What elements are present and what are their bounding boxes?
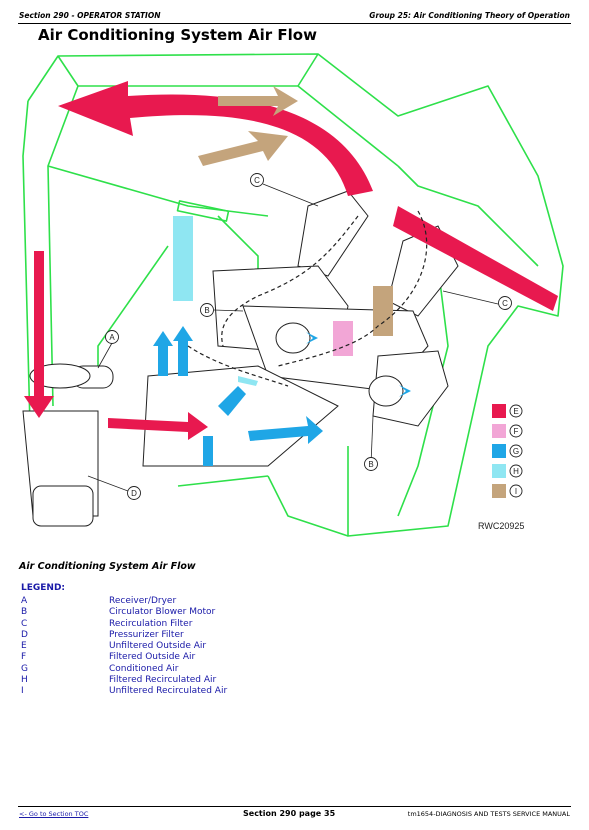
legend-label: Pressurizer Filter bbox=[109, 629, 184, 640]
legend-key: C bbox=[21, 618, 28, 629]
svg-text:C: C bbox=[254, 176, 260, 185]
svg-text:E: E bbox=[513, 407, 518, 416]
callout-labels: A B C D B C bbox=[105, 173, 512, 500]
header-rule bbox=[18, 23, 571, 24]
svg-text:D: D bbox=[131, 489, 137, 498]
legend-label: Circulator Blower Motor bbox=[109, 607, 216, 618]
legend-label: Conditioned Air bbox=[109, 663, 179, 674]
svg-text:A: A bbox=[109, 333, 115, 342]
cab-frame bbox=[22, 53, 564, 537]
legend-label: Receiver/Dryer bbox=[109, 596, 177, 606]
svg-text:F: F bbox=[514, 427, 519, 436]
figure-caption: Air Conditioning System Air Flow bbox=[19, 561, 196, 572]
legend-item-h: H Filtered Recirculated Air bbox=[21, 675, 227, 686]
legend-label: Filtered Outside Air bbox=[109, 652, 196, 663]
legend-key: H bbox=[21, 675, 28, 686]
legend-key: A bbox=[21, 596, 28, 606]
receiver-dryer-and-filter bbox=[22, 363, 114, 527]
callout-b: B bbox=[200, 303, 214, 317]
legend-item-e: E Unfiltered Outside Air bbox=[21, 641, 227, 652]
callout-d: D bbox=[127, 486, 141, 500]
manual-name: tm1654-DIAGNOSIS AND TESTS SERVICE MANUA… bbox=[407, 810, 570, 818]
svg-text:C: C bbox=[502, 299, 508, 308]
legend-item-i: I Unfiltered Recirculated Air bbox=[21, 686, 227, 697]
blower-motors bbox=[275, 322, 404, 407]
legend-key: B bbox=[21, 607, 28, 618]
legend-key: I bbox=[21, 686, 24, 697]
callout-a: A bbox=[105, 330, 119, 344]
header-section: Section 290 - OPERATOR STATION bbox=[19, 11, 161, 20]
legend-label: Filtered Recirculated Air bbox=[109, 675, 217, 686]
legend-item-a: A Receiver/Dryer bbox=[21, 596, 227, 607]
callout-c: C bbox=[498, 296, 512, 310]
legend-label: Unfiltered Outside Air bbox=[109, 641, 207, 652]
legend-key: G bbox=[21, 663, 28, 674]
key-e: E bbox=[492, 404, 523, 418]
air-flow-diagram: A B C D B C E F G H I RWC20925 bbox=[22, 53, 564, 537]
legend-label: Recirculation Filter bbox=[109, 618, 193, 629]
svg-text:B: B bbox=[368, 460, 373, 469]
legend-label: Unfiltered Recirculated Air bbox=[109, 686, 228, 697]
color-key: E F G H I bbox=[492, 404, 523, 498]
key-h: H bbox=[492, 464, 523, 478]
legend-item-g: G Conditioned Air bbox=[21, 664, 227, 675]
legend-item-c: C Recirculation Filter bbox=[21, 619, 227, 630]
header-group: Group 25: Air Conditioning Theory of Ope… bbox=[369, 11, 570, 20]
legend-key: E bbox=[21, 641, 27, 652]
flow-path-dashes bbox=[187, 210, 428, 387]
key-f: F bbox=[492, 424, 523, 438]
legend-item-d: D Pressurizer Filter bbox=[21, 630, 227, 641]
legend-item-f: F Filtered Outside Air bbox=[21, 652, 227, 663]
svg-text:I: I bbox=[515, 487, 517, 496]
airflow-arrows bbox=[24, 81, 558, 466]
page-number: Section 290 page 35 bbox=[243, 809, 336, 818]
footer-rule bbox=[18, 806, 571, 807]
callout-c: C bbox=[250, 173, 264, 187]
legend-key: D bbox=[21, 629, 28, 640]
toc-link[interactable]: <- Go to Section TOC bbox=[19, 810, 89, 818]
svg-text:H: H bbox=[513, 467, 519, 476]
legend-key: F bbox=[21, 652, 27, 663]
svg-text:G: G bbox=[513, 447, 519, 456]
figure-reference: RWC20925 bbox=[478, 521, 524, 531]
page-title: Air Conditioning System Air Flow bbox=[38, 26, 317, 44]
key-g: G bbox=[492, 444, 523, 458]
legend-heading: LEGEND: bbox=[21, 583, 66, 593]
legend-item-b: B Circulator Blower Motor bbox=[21, 607, 227, 618]
callout-b: B bbox=[364, 457, 378, 471]
key-i: I bbox=[492, 484, 523, 498]
svg-text:B: B bbox=[204, 306, 209, 315]
callout-leaders bbox=[87, 183, 499, 492]
